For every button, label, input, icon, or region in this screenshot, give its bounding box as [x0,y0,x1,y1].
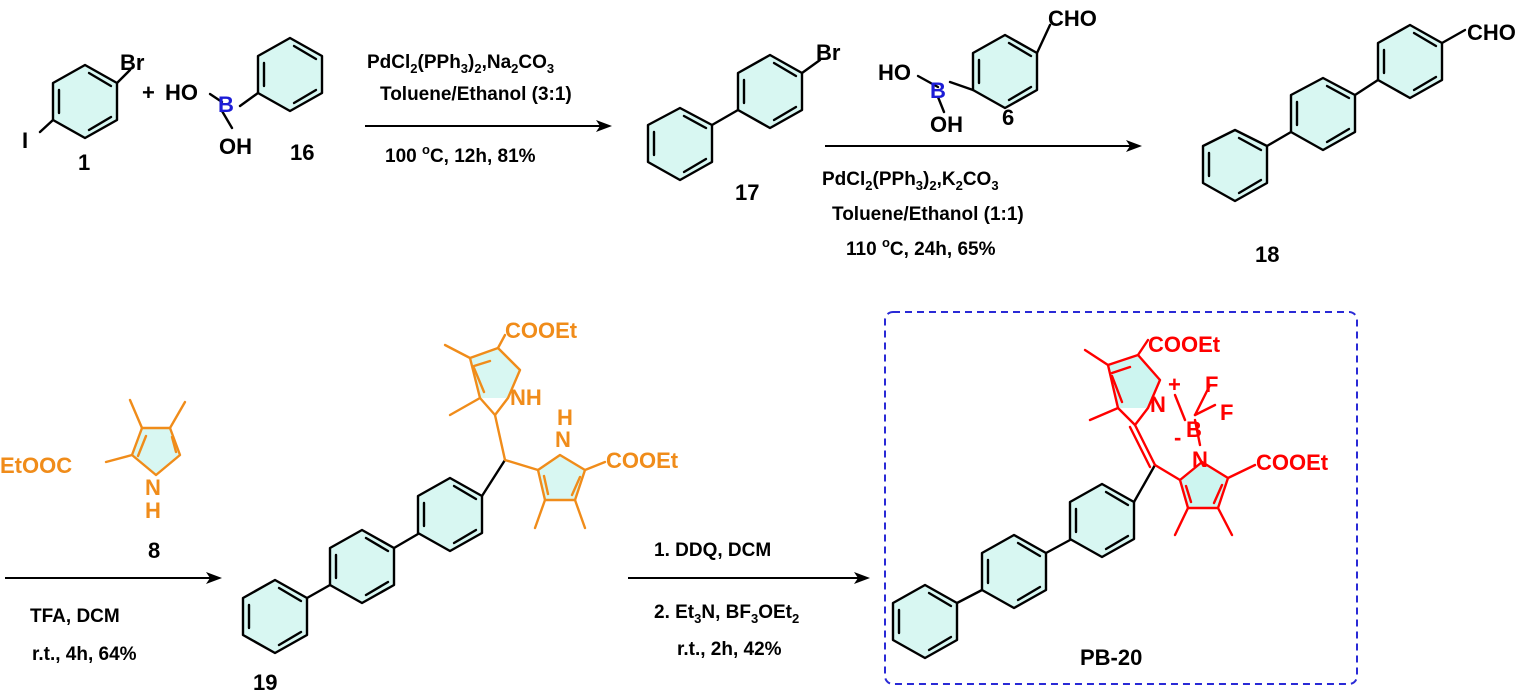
conditions-r1-line3: 100 oC, 12h, 81% [385,142,536,167]
compound-number-19: 19 [253,670,277,695]
reaction-arrow-1: PdCl2(PPh3)2,Na2CO3 Toluene/Ethanol (3:1… [365,52,612,167]
conditions-r4-line2: 2. Et3N, BF3OEt2 [654,602,799,626]
compound-pb-20: COOEt N + F B F - N COOEt PB-20 [884,311,1358,685]
reaction-arrow-4: 1. DDQ, DCM 2. Et3N, BF3OEt2 r.t., 2h, 4… [628,540,870,660]
atom-n-plus: N [1150,392,1166,417]
charge-plus: + [1168,372,1181,397]
compound-18: CHO 18 [1201,20,1516,267]
atom-f-upper: F [1205,372,1218,397]
compound-19: COOEt NH H N COOEt 19 [241,318,679,695]
compound-number-8: 8 [148,538,160,563]
atom-cooet-lower: COOEt [1256,450,1329,475]
highlight-box [884,311,1358,685]
atom-etooc: EtOOC [0,453,72,478]
atom-h: H [557,405,573,430]
compound-number-1: 1 [78,150,90,175]
atom-cooet-upper: COOEt [1148,332,1221,357]
conditions-r2-line1: PdCl2(PPh3)2,K2CO3 [822,169,999,193]
compound-number-18: 18 [1255,242,1279,267]
atom-br: Br [816,40,841,65]
reaction-arrow-2: PdCl2(PPh3)2,K2CO3 Toluene/Ethanol (1:1)… [822,140,1142,260]
charge-minus: - [1174,425,1181,450]
atom-cho: CHO [1467,20,1516,45]
compound-16: HO B OH 16 [165,36,324,165]
atom-oh: OH [930,112,963,137]
conditions-r4-line1: 1. DDQ, DCM [654,540,771,561]
atom-f-right: F [1220,400,1233,425]
conditions-r1-line1: PdCl2(PPh3)2,Na2CO3 [367,52,554,76]
conditions-r3-line2: r.t., 4h, 64% [32,644,137,665]
atom-i: I [22,128,28,153]
atom-h: H [145,498,161,523]
compound-17: Br 17 [646,40,841,205]
conditions-r3-line1: TFA, DCM [30,606,120,627]
atom-n: N [1192,447,1208,472]
atom-boron: B [930,78,946,103]
reaction-arrow-3: TFA, DCM r.t., 4h, 64% [5,572,222,665]
compound-8: EtOOC N H 8 [0,398,187,563]
conditions-r2-line2: Toluene/Ethanol (1:1) [832,204,1024,225]
atom-n: N [555,427,571,452]
atom-br: Br [120,50,145,75]
conditions-r4-line3: r.t., 2h, 42% [677,639,782,660]
atom-ho: HO [878,60,911,85]
atom-ho: HO [165,80,198,105]
atom-boron: B [1186,417,1202,442]
conditions-r2-line3: 110 oC, 24h, 65% [846,235,996,260]
compound-number-16: 16 [290,140,314,165]
atom-cho: CHO [1048,6,1097,31]
compound-6: CHO HO B OH 6 [878,6,1097,137]
atom-cooet-lower: COOEt [606,448,679,473]
atom-oh: OH [219,134,252,159]
atom-nh: NH [510,385,542,410]
conditions-r1-line2: Toluene/Ethanol (3:1) [380,84,572,105]
atom-n: N [145,475,161,500]
compound-number-pb-20: PB-20 [1080,645,1142,670]
compound-1: Br I 1 [22,50,145,175]
plus-sign: + [142,80,155,105]
atom-boron: B [218,92,234,117]
compound-number-17: 17 [735,180,759,205]
compound-number-6: 6 [1002,105,1014,130]
atom-cooet-upper: COOEt [505,318,578,343]
